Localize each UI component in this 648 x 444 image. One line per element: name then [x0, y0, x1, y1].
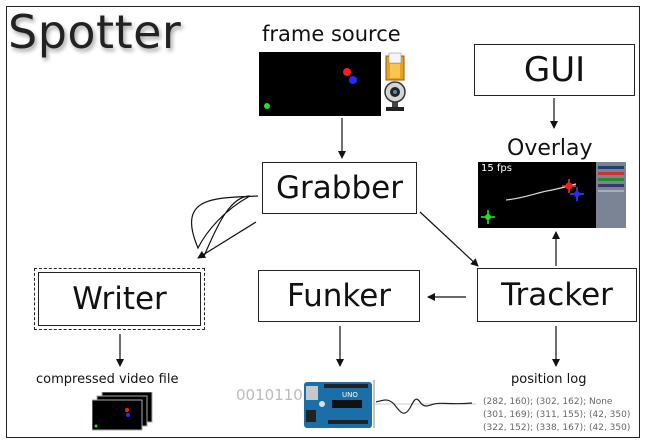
funker-node: Funker	[258, 270, 420, 322]
overlay-preview	[478, 162, 596, 228]
edge-grabber-writer-loop	[191, 195, 259, 257]
arduino-board-icon: UNO	[304, 382, 372, 428]
overlay-label: Overlay	[507, 136, 593, 161]
diagram-frame	[6, 6, 640, 438]
edge-grabber-writer	[197, 221, 257, 259]
overlay-side-panel	[596, 162, 626, 228]
signal-waveform-icon	[372, 380, 476, 428]
overlay-fps-text: 15 fps	[481, 163, 512, 174]
position-log-line: (282, 160); (302, 162); None	[483, 397, 613, 407]
video-folder-icon	[385, 52, 405, 81]
position-log-text: (282, 160); (302, 162); None (301, 169);…	[483, 396, 630, 435]
writer-node-label: Writer	[38, 272, 201, 326]
frame-source-label: frame source	[262, 22, 401, 46]
position-log-label: position log	[511, 372, 587, 387]
video-file-stack-icon	[92, 392, 153, 431]
position-log-line: (322, 152); (338, 167); (42, 350)	[483, 423, 631, 433]
svg-text:UNO: UNO	[342, 391, 358, 399]
compressed-video-file-label: compressed video file	[36, 372, 179, 387]
binary-output-text: 0010110	[236, 386, 303, 404]
webcam-icon	[384, 81, 406, 111]
grabber-node: Grabber	[262, 162, 417, 214]
writer-node: Writer	[34, 268, 205, 330]
gui-node: GUI	[474, 44, 635, 96]
frame-source-preview	[259, 52, 381, 116]
edge-grabber-tracker	[419, 211, 479, 267]
tracker-node: Tracker	[477, 268, 637, 322]
position-log-line: (301, 169); (311, 155); (42, 350)	[483, 410, 631, 420]
diagram-title: Spotter	[8, 5, 182, 59]
